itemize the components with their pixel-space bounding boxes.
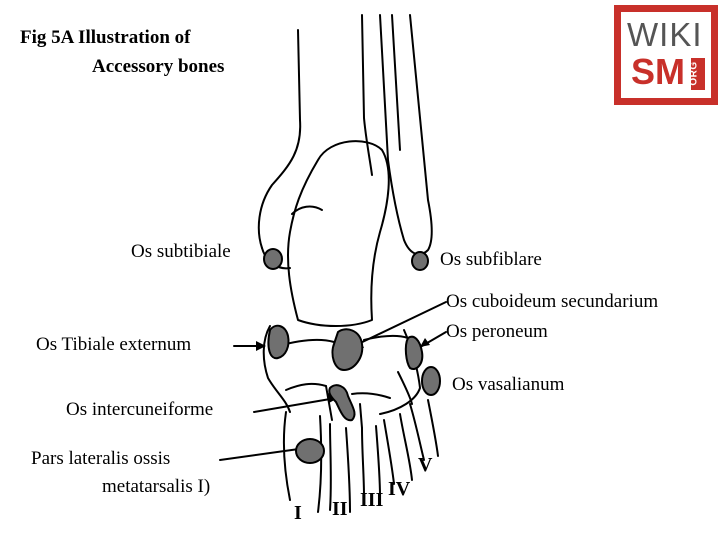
talus-neck bbox=[291, 205, 323, 215]
bone-os-intercuneiforme bbox=[328, 384, 356, 422]
tibia-outline bbox=[257, 29, 302, 249]
bone-os-subtibiale bbox=[263, 248, 283, 270]
cuneiform-line-2 bbox=[351, 392, 391, 399]
arrow-pars-lateralis bbox=[219, 447, 307, 461]
arrow-cuboideum bbox=[353, 301, 447, 347]
label-pars-lateralis-line2: metatarsalis I) bbox=[102, 476, 211, 497]
label-os-subfiblare: Os subfiblare bbox=[440, 249, 542, 270]
bone-os-peroneum bbox=[404, 335, 424, 370]
metatarsal-5 bbox=[409, 399, 439, 461]
metatarsal-label-1: I bbox=[294, 502, 302, 524]
metatarsal-1 bbox=[282, 411, 323, 513]
figure-title-line2: Accessory bones bbox=[92, 56, 225, 77]
bone-pars-lateralis bbox=[295, 438, 325, 464]
metatarsal-label-5: V bbox=[418, 454, 433, 476]
bone-os-cuboideum-secundarium bbox=[331, 328, 364, 372]
label-os-intercuneiforme: Os intercuneiforme bbox=[66, 399, 214, 420]
label-pars-lateralis-line1: Pars lateralis ossis bbox=[31, 448, 171, 469]
cuneiform-line-1 bbox=[285, 382, 327, 391]
cuboid-outline bbox=[397, 371, 413, 405]
metatarsal-3 bbox=[361, 425, 381, 497]
logo-org-text: ORG bbox=[688, 61, 700, 86]
bone-os-tibiale-externum bbox=[267, 324, 290, 360]
label-os-peroneum: Os peroneum bbox=[446, 321, 548, 342]
metatarsal-label-2: II bbox=[332, 498, 348, 520]
metatarsal-2 bbox=[329, 423, 351, 513]
figure-title-line1: Fig 5A Illustration of bbox=[20, 27, 191, 48]
metatarsal-4 bbox=[383, 413, 413, 485]
label-os-subtibiale: Os subtibiale bbox=[131, 241, 231, 262]
fibula-outline-b bbox=[391, 14, 401, 151]
bone-os-vasalianum bbox=[421, 366, 441, 396]
talus-outline bbox=[287, 140, 390, 327]
cuneiform-line-4 bbox=[359, 403, 363, 429]
label-os-tibiale-externum: Os Tibiale externum bbox=[36, 334, 192, 355]
arrowhead-peroneum bbox=[420, 338, 430, 347]
tarsal-outline-left bbox=[262, 325, 291, 413]
logo-wiki-text: WIKI bbox=[627, 16, 703, 53]
label-os-vasalianum: Os vasalianum bbox=[452, 374, 565, 395]
logo-sm-text: SM bbox=[631, 51, 685, 92]
wikism-logo: WIKI SM ORG bbox=[614, 5, 718, 105]
tibia-inner bbox=[361, 14, 373, 176]
metatarsal-label-3: III bbox=[360, 489, 384, 511]
fibula-outline-a bbox=[379, 14, 433, 256]
arrowhead-tibiale-externum bbox=[256, 341, 266, 351]
label-os-cuboideum-secundarium: Os cuboideum secundarium bbox=[446, 291, 659, 312]
metatarsal-label-4: IV bbox=[388, 478, 411, 500]
arrow-intercuneiforme bbox=[253, 397, 337, 413]
logo-org-badge: ORG bbox=[688, 58, 705, 90]
bone-os-subfiblare bbox=[411, 251, 429, 271]
